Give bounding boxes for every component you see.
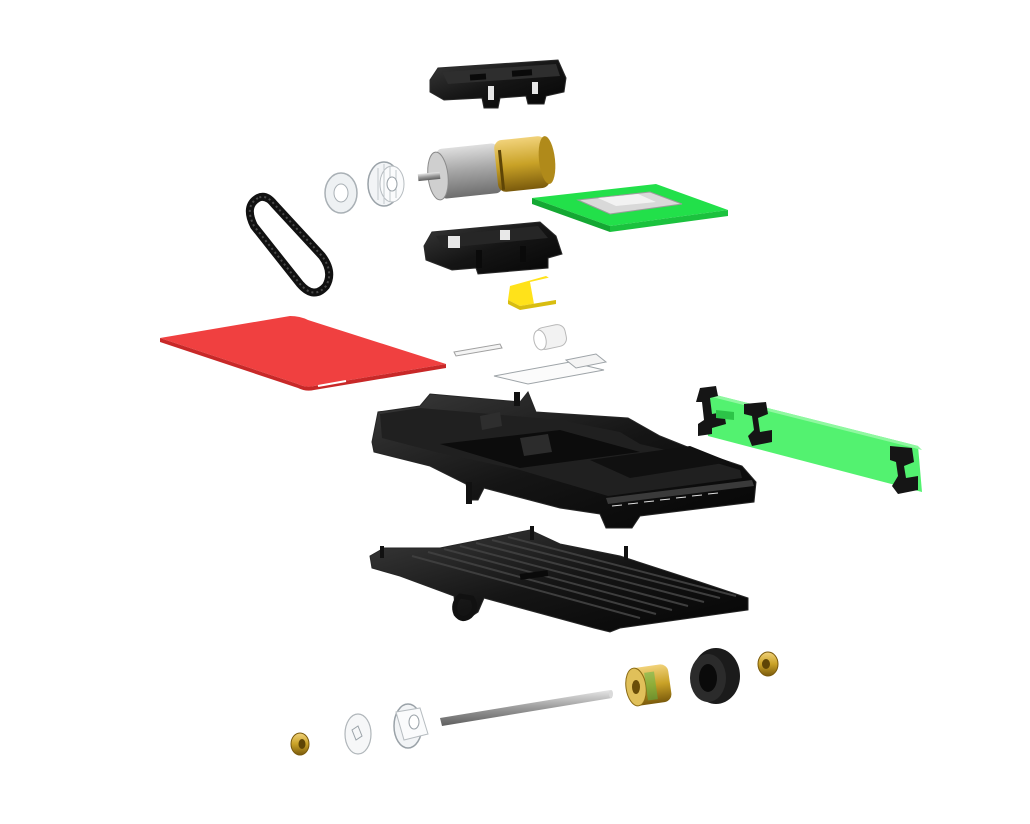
- drive-belt: [245, 192, 334, 297]
- gear-motor: [417, 136, 556, 201]
- side-pcb: [696, 386, 922, 494]
- main-chassis: [371, 391, 757, 529]
- bushing: [533, 324, 567, 351]
- clear-film: [493, 353, 608, 385]
- control-pcb: [532, 184, 728, 232]
- wheel-pulley: [625, 664, 672, 707]
- end-nut-right: [757, 651, 779, 677]
- rubber-tire: [690, 648, 740, 704]
- end-nut-left: [290, 732, 310, 756]
- base-plate: [369, 526, 749, 633]
- battery-pack: [160, 316, 446, 391]
- motor-mount: [423, 221, 563, 275]
- top-cover: [429, 59, 567, 109]
- spacer-washer: [324, 172, 358, 214]
- pin: [453, 343, 503, 357]
- clear-washer-lower: [344, 713, 372, 755]
- foam-pad: [508, 276, 556, 310]
- clear-pulley: [393, 703, 429, 749]
- motor-pulley: [367, 161, 405, 207]
- drive-shaft: [440, 690, 613, 726]
